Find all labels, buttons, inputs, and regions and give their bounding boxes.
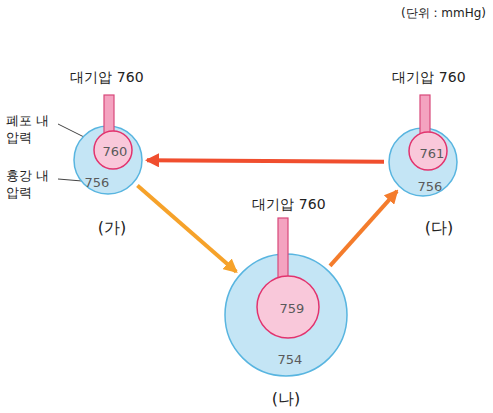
text-holder: (가) — [98, 218, 126, 239]
circle-shape — [94, 131, 132, 169]
label-holder: 대기압 760 — [392, 69, 465, 87]
cycle-arrow — [147, 160, 384, 162]
text-holder: 756 — [418, 179, 443, 194]
stage-label: (나) — [272, 389, 300, 410]
cycle-arrow — [330, 191, 397, 266]
thoracic-cavity-circle: (나)754759 — [224, 253, 348, 377]
stage-label: (가) — [98, 218, 126, 239]
leader-line — [58, 179, 82, 181]
text-holder: 754 — [278, 352, 303, 367]
text-holder: (다) — [425, 218, 453, 239]
unit-label: (단위 : mmHg) — [401, 5, 486, 22]
cycle-arrow — [137, 186, 236, 272]
pressure-value: 759 — [280, 301, 305, 316]
atmospheric-pressure-label: 대기압 760 — [392, 69, 465, 87]
stage-label: (다) — [425, 218, 453, 239]
alveolus-circle: 760 — [93, 130, 133, 170]
circle-shape — [74, 126, 142, 194]
text-holder: 759 — [280, 301, 305, 316]
alveolus-circle: 759 — [256, 275, 320, 339]
label-holder: 흉강 내 압력 — [6, 168, 58, 202]
pressure-value: 754 — [278, 352, 303, 367]
alveolus-circle: 761 — [408, 131, 448, 171]
pressure-value: 756 — [85, 175, 110, 190]
text-holder: 761 — [420, 146, 445, 161]
thoracic-cavity-circle: (가)756760 — [73, 125, 143, 195]
pressure-value: 761 — [420, 146, 445, 161]
label-holder: 대기압 760 — [252, 196, 325, 214]
text-holder: (나) — [272, 389, 300, 410]
label-holder: 폐포 내 압력 — [6, 113, 58, 147]
atmospheric-pressure-label: 대기압 760 — [70, 69, 143, 87]
circle-shape — [389, 128, 457, 196]
pressure-value: 756 — [418, 179, 443, 194]
part-label: 폐포 내 압력 — [6, 113, 58, 147]
text-holder: 756 — [85, 175, 110, 190]
thoracic-cavity-circle: (다)756761 — [388, 127, 458, 197]
text-holder: 760 — [103, 144, 128, 159]
circle-shape — [409, 132, 447, 170]
circle-shape — [257, 276, 319, 338]
part-label: 흉강 내 압력 — [6, 168, 58, 202]
pressure-value: 760 — [103, 144, 128, 159]
label-holder: 대기압 760 — [70, 69, 143, 87]
atmospheric-pressure-label: 대기압 760 — [252, 196, 325, 214]
label-holder: (단위 : mmHg) — [401, 5, 486, 22]
